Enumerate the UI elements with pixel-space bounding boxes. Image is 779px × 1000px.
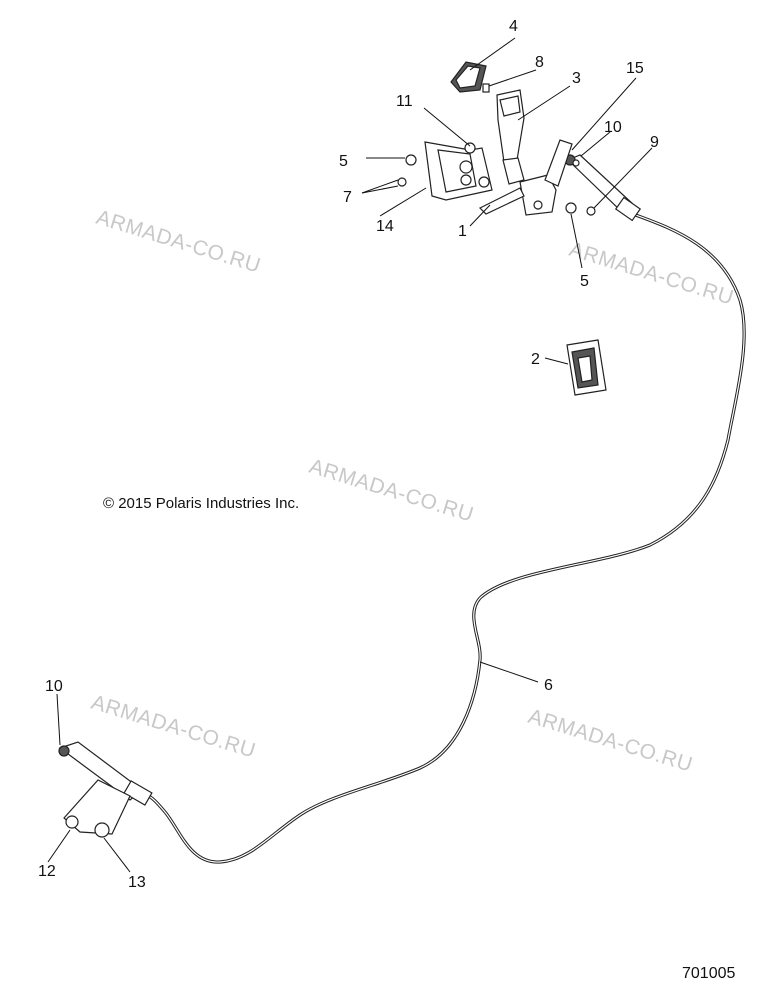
callouts: 1 2 3 4 5 5 6 7 8 9 10 10 11 12 13 14 15 (38, 18, 659, 891)
callout-15: 15 (626, 60, 644, 77)
callout-9: 9 (650, 134, 659, 151)
callout-4: 4 (509, 18, 518, 35)
watermark: ARMADA-CO.RU (89, 691, 259, 763)
lower-cable-end (58, 741, 153, 838)
upper-cable-end (564, 154, 642, 222)
callout-1: 1 (458, 223, 467, 240)
callout-12: 12 (38, 863, 56, 880)
callout-13: 13 (128, 874, 146, 891)
callout-14: 14 (376, 218, 394, 235)
callout-10: 10 (604, 119, 622, 136)
drawing-number: 701005 (682, 965, 735, 982)
copyright-notice: © 2015 Polaris Industries Inc. (103, 495, 299, 512)
leader-lines (47, 37, 653, 873)
watermark: ARMADA-CO.RU (567, 238, 737, 310)
watermark: ARMADA-CO.RU (94, 206, 264, 278)
shift-lever-assembly (478, 89, 573, 216)
callout-6: 6 (544, 677, 553, 694)
shift-knob-cap (450, 61, 490, 93)
callout-7: 7 (343, 189, 352, 206)
callout-8: 8 (535, 54, 544, 71)
callout-2: 2 (531, 351, 540, 368)
callout-10: 10 (45, 678, 63, 695)
callout-5: 5 (339, 153, 348, 170)
watermark: ARMADA-CO.RU (307, 455, 477, 527)
callout-3: 3 (572, 70, 581, 87)
watermarks: ARMADA-CO.RU ARMADA-CO.RU ARMADA-CO.RU A… (89, 206, 737, 777)
watermark: ARMADA-CO.RU (526, 705, 696, 777)
shift-gate-plate (566, 339, 607, 396)
mounting-bracket (397, 141, 596, 216)
callout-5: 5 (580, 273, 589, 290)
callout-11: 11 (396, 93, 413, 110)
shift-cable (138, 210, 746, 864)
